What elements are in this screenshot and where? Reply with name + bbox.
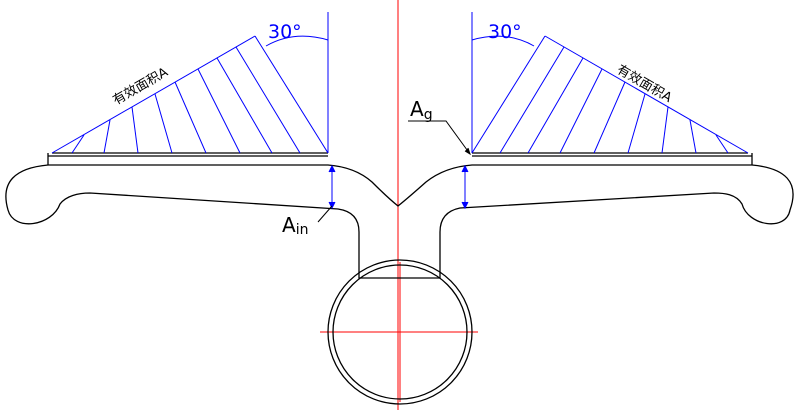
right-angle-leg [471,35,546,154]
right-gap-arrow-bottom [461,201,469,210]
ag-label-main: A [410,97,424,121]
right-hatch-lines [499,46,729,154]
pipe-inner-circle [332,264,468,400]
ain-label-sub: in [296,222,309,238]
ag-label-sub: g [424,107,433,123]
ain-arrow-top [328,164,336,173]
profile-outline [5,152,794,405]
ag-leader [408,120,471,155]
left-angle-leg [254,35,329,154]
effective-area-right [461,12,749,210]
ag-label: Ag [410,97,433,123]
effective-area-label-right: 有效面积A [614,62,674,105]
ain-leader [317,205,333,223]
ain-arrow-bottom [328,201,336,210]
effective-area-left [51,12,336,210]
right-gap-arrow-top [461,164,469,173]
right-hypotenuse [544,35,749,154]
angle-label-left: 30° [268,21,302,43]
left-hatch-lines [71,46,301,154]
angle-label-right: 30° [488,21,522,43]
centerlines [320,0,478,410]
pipe-outer-circle [327,259,473,405]
leader-lines [317,120,471,223]
left-angle-arc [265,35,329,47]
ain-label-main: A [282,213,296,237]
body-outline [5,164,794,279]
ag-leader-arrow [464,147,471,156]
right-angle-arc [471,35,535,47]
left-hypotenuse [51,35,256,154]
ain-label: Ain [282,213,308,238]
